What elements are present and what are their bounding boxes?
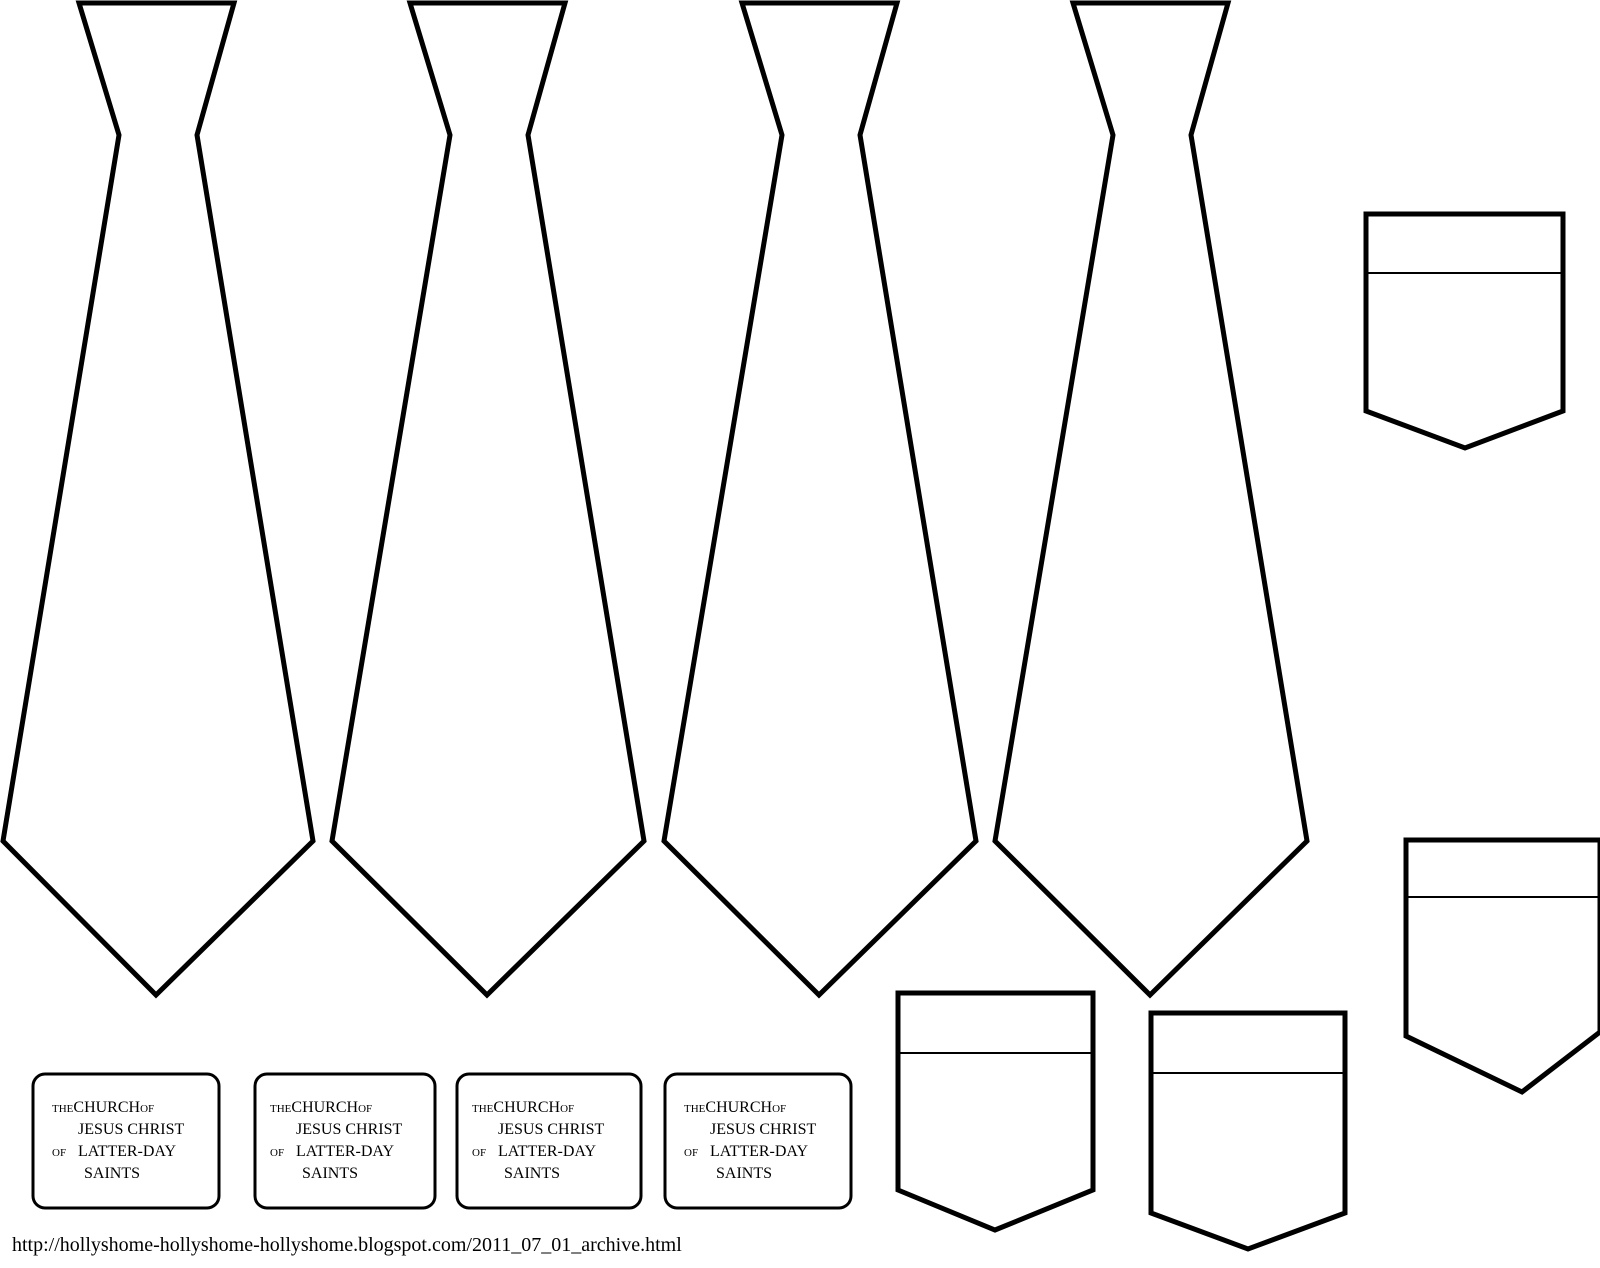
badge-box-4 [663,1072,853,1210]
pocket-4 [1148,1010,1348,1252]
pocket-1 [1363,211,1566,451]
tie-4 [992,0,1310,999]
pocket-3 [895,990,1096,1233]
badge-box-2 [253,1072,437,1210]
tie-2 [329,0,647,999]
badge-box-1 [31,1072,221,1210]
tie-1 [0,0,316,999]
badge-box-3 [455,1072,643,1210]
pocket-2 [1403,837,1600,1095]
tie-3 [661,0,979,999]
source-url: http://hollyshome-hollyshome-hollyshome.… [12,1234,682,1256]
